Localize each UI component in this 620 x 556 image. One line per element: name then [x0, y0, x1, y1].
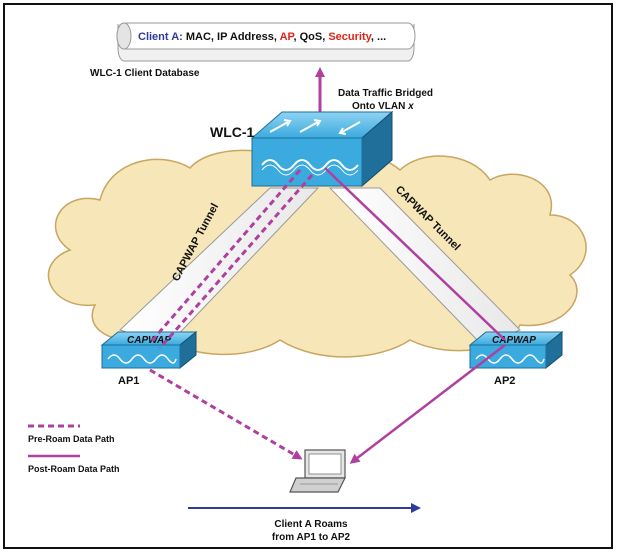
- legend: Pre-Roam Data Path Post-Roam Data Path: [28, 424, 120, 474]
- capwap-tunnel-right: [328, 187, 521, 346]
- legend-post-roam-label: Post-Roam Data Path: [28, 464, 120, 474]
- ap1-label: AP1: [118, 375, 139, 387]
- traffic-label-line1: Data Traffic Bridged: [338, 88, 433, 99]
- database-field-2: , QoS,: [293, 31, 328, 43]
- roam-label-line1: Client A Roams: [274, 519, 348, 530]
- client-database: [116, 22, 416, 62]
- database-field-4: , ...: [371, 31, 386, 43]
- database-record-prefix: Client A:: [138, 31, 183, 43]
- ap1-badge: CAPWAP: [127, 335, 171, 346]
- access-point-ap2: [468, 330, 564, 370]
- laptop-icon: [289, 449, 346, 493]
- database-caption: WLC-1 Client Database: [90, 68, 200, 79]
- ap2-label: AP2: [494, 375, 515, 387]
- wlc-controller: [250, 110, 394, 188]
- roam-label-line2: from AP1 to AP2: [272, 532, 351, 543]
- database-field-3: Security: [328, 31, 372, 43]
- database-field-1: AP: [280, 31, 295, 43]
- post-roam-path: [324, 167, 506, 464]
- database-field-0: MAC, IP Address,: [186, 31, 280, 43]
- legend-pre-roam-label: Pre-Roam Data Path: [28, 434, 115, 444]
- database-record: Client A: MAC, IP Address, AP, QoS, Secu…: [138, 31, 386, 43]
- ap2-badge: CAPWAP: [492, 335, 536, 346]
- traffic-label-line2: Onto VLAN x: [352, 101, 414, 112]
- controller-label: WLC-1: [210, 124, 255, 140]
- pre-roam-path: [148, 169, 314, 460]
